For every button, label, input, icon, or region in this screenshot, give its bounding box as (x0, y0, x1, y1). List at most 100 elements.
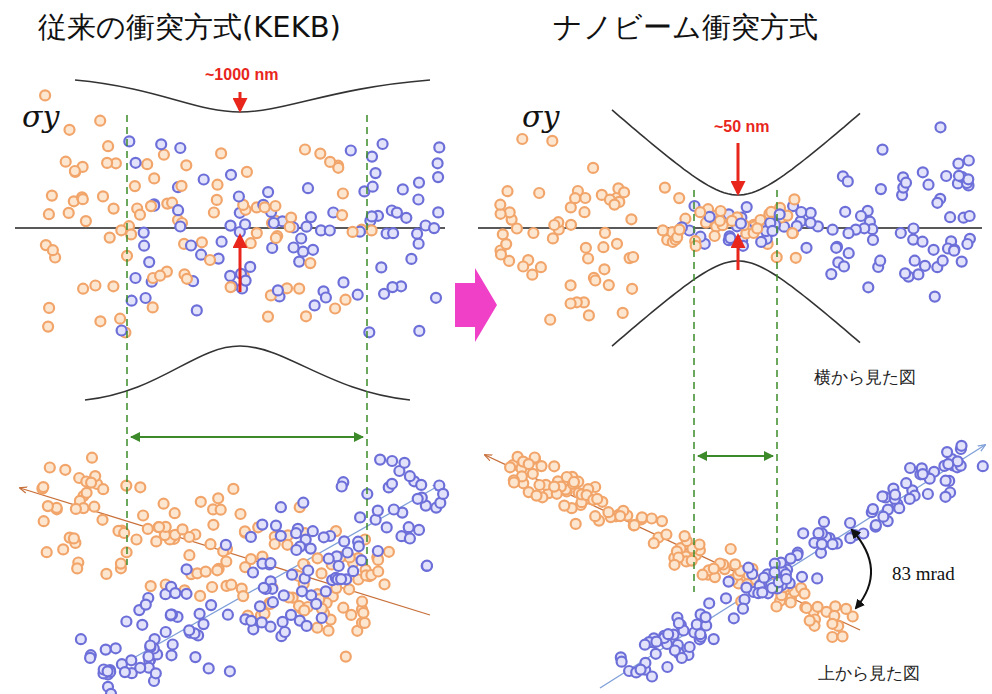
particle (796, 207, 806, 217)
particle (201, 567, 211, 577)
particle (918, 469, 928, 479)
particle (175, 143, 185, 153)
particle (628, 252, 638, 262)
particle (433, 207, 443, 217)
particle (629, 520, 639, 530)
particle (571, 519, 581, 529)
particle (207, 582, 217, 592)
particle (876, 184, 886, 194)
particle (216, 148, 226, 158)
particle (384, 547, 394, 557)
beam-envelope-left (75, 80, 430, 400)
view-caption: 横から見た図 (812, 368, 918, 387)
particle (920, 261, 930, 271)
particle (298, 498, 308, 508)
particle (592, 494, 602, 504)
particle (343, 548, 353, 558)
particle (590, 511, 600, 521)
particle (173, 205, 183, 215)
particle (730, 559, 740, 569)
particle (330, 304, 340, 314)
particle (324, 626, 334, 636)
particle (221, 557, 231, 567)
particle (313, 553, 323, 563)
particle (433, 158, 443, 168)
particle (186, 241, 196, 251)
particle (378, 139, 388, 149)
particle (404, 522, 414, 532)
particle (416, 480, 426, 490)
particle (341, 652, 351, 662)
particle (273, 285, 283, 295)
particle (695, 540, 705, 550)
particle (132, 535, 142, 545)
particle (414, 178, 424, 188)
particle (276, 502, 286, 512)
particle (414, 239, 424, 249)
particle (878, 145, 888, 155)
particle (226, 580, 236, 590)
particle (371, 168, 381, 178)
particle (729, 613, 739, 623)
particle (127, 296, 137, 306)
particle (117, 326, 127, 336)
particle (103, 141, 113, 151)
particle (957, 441, 967, 451)
particle (141, 293, 151, 303)
particle (178, 524, 188, 534)
particle (962, 239, 972, 249)
particle (518, 262, 528, 272)
particle (373, 546, 383, 556)
particle (195, 591, 205, 601)
particle (830, 601, 840, 611)
particle (225, 666, 235, 676)
particle (603, 507, 613, 517)
particle (47, 191, 57, 201)
particle (878, 512, 888, 522)
particle (159, 499, 169, 509)
particle (626, 214, 636, 224)
particle (905, 463, 915, 473)
particle (548, 233, 558, 243)
particle (357, 555, 367, 565)
particle (348, 227, 358, 237)
particle (878, 491, 888, 501)
particle (259, 583, 269, 593)
particle (111, 643, 121, 653)
particle (311, 599, 321, 609)
particle (715, 216, 725, 226)
particle (182, 274, 192, 284)
particle (226, 170, 236, 180)
particle (39, 516, 49, 526)
particle (241, 276, 251, 286)
particle (957, 257, 967, 267)
particle (524, 459, 534, 469)
beam-direction-line (20, 488, 430, 615)
particle (334, 561, 344, 571)
particle (651, 649, 661, 659)
particle (225, 271, 235, 281)
particle (315, 149, 325, 159)
particle (438, 489, 448, 499)
particle (168, 640, 178, 650)
particle (263, 312, 273, 322)
particle (101, 569, 111, 579)
particle (44, 303, 54, 313)
particle (95, 116, 105, 126)
particle (357, 597, 367, 607)
particle (687, 556, 697, 566)
particle (120, 667, 130, 677)
particle (138, 511, 148, 521)
particle (184, 550, 194, 560)
particle (291, 545, 301, 555)
particle (45, 463, 55, 473)
particle (831, 243, 841, 253)
particle (604, 280, 614, 290)
particle (775, 209, 785, 219)
particle (255, 601, 265, 611)
transition-arrow (455, 268, 497, 342)
particle (716, 206, 726, 216)
particle (78, 194, 88, 204)
particle (190, 652, 200, 662)
particle (184, 625, 194, 635)
